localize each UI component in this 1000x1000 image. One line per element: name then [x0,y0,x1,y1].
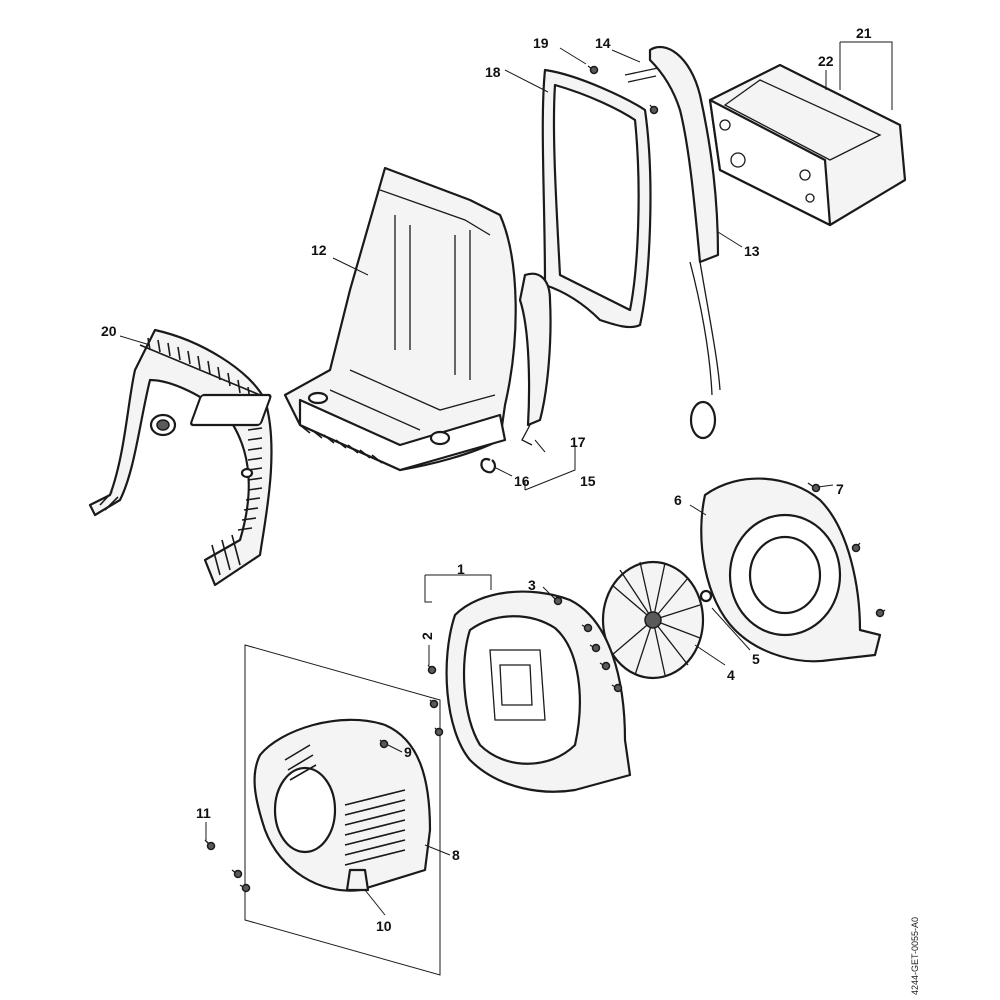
part-12-backpack-frame [190,166,517,472]
part-1-fan-housing [445,590,632,793]
part-8-engine-cover [253,718,432,892]
callout-9: 9 [404,744,412,760]
callout-2: 2 [419,632,435,640]
callout-11: 11 [196,805,211,821]
callout-5: 5 [752,651,760,667]
callout-3: 3 [528,577,536,593]
callout-6: 6 [674,492,682,508]
part-21-tank [708,63,907,227]
callout-14: 14 [595,35,611,51]
callout-22: 22 [818,53,834,69]
callout-20: 20 [101,323,117,339]
part-18-back-pad [541,68,652,329]
callout-21: 21 [856,25,872,41]
part-4-impeller [601,560,713,680]
callout-17: 17 [570,434,586,450]
callout-18: 18 [485,64,501,80]
callout-4: 4 [727,667,735,683]
callout-12: 12 [311,242,327,258]
callout-16: 16 [514,473,530,489]
callout-1: 1 [457,561,465,577]
part-13-shoulder-strap [624,45,721,440]
callout-15: 15 [580,473,596,489]
callout-19: 19 [533,35,549,51]
callout-7: 7 [836,481,844,497]
callout-8: 8 [452,847,460,863]
leader-lines [119,41,893,916]
callout-10: 10 [376,918,392,934]
callout-13: 13 [744,243,760,259]
part-6-volute-housing [700,477,882,663]
document-code: 4244-GET-0055-A0 [910,917,920,995]
part-8-outline [244,644,441,976]
part-20-back-cover [88,328,273,587]
part-17-waist-strap [480,272,552,474]
screws [204,65,886,893]
callout-labels: 1 2 3 4 5 6 7 8 9 10 11 12 13 14 15 16 1… [101,25,872,934]
